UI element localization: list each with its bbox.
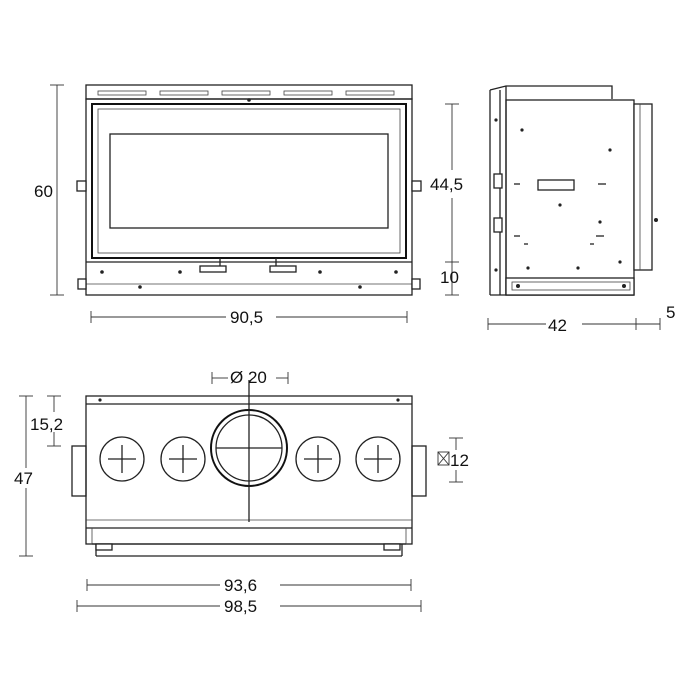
knockout-1 bbox=[99, 436, 145, 482]
knockout-4 bbox=[355, 436, 401, 482]
flue-diameter-label: Ø 20 bbox=[230, 368, 267, 387]
knockout-2 bbox=[160, 436, 206, 482]
front-glass bbox=[109, 133, 389, 229]
front-door-inner-frame bbox=[97, 108, 401, 254]
side-depth-label: 42 bbox=[548, 316, 567, 335]
top-outer-width-dimension bbox=[76, 600, 422, 612]
front-body bbox=[85, 98, 413, 296]
front-width-label: 90,5 bbox=[230, 308, 263, 327]
front-right-bracket bbox=[411, 180, 422, 192]
top-depth-label: 47 bbox=[14, 469, 33, 488]
side-depth-extra-label: 5 bbox=[666, 303, 675, 322]
flue-collar bbox=[210, 380, 288, 522]
knockout-3 bbox=[295, 436, 341, 482]
square-hole-dimension bbox=[437, 437, 463, 483]
top-view bbox=[71, 380, 427, 557]
side-base bbox=[505, 277, 635, 296]
side-view bbox=[489, 85, 658, 296]
side-height-dimension bbox=[445, 103, 459, 296]
square-symbol-icon bbox=[437, 451, 450, 466]
front-width-dimension bbox=[90, 311, 408, 323]
top-right-tab bbox=[411, 445, 427, 497]
side-glass-height-label: 44,5 bbox=[430, 175, 463, 194]
front-screws bbox=[100, 98, 398, 289]
front-left-bracket bbox=[76, 180, 87, 192]
top-offset-dimension bbox=[47, 395, 61, 447]
front-view bbox=[76, 84, 422, 296]
side-slot bbox=[537, 179, 575, 191]
top-offset-label: 15,2 bbox=[30, 415, 63, 434]
front-top-cap bbox=[85, 84, 413, 100]
side-base-height-label: 10 bbox=[440, 268, 459, 287]
front-height-label: 60 bbox=[34, 182, 53, 201]
top-depth-dimension bbox=[19, 395, 33, 557]
front-height-dimension bbox=[50, 84, 64, 296]
front-door-frame bbox=[91, 103, 407, 259]
front-top-slots bbox=[97, 90, 395, 96]
front-handles bbox=[199, 258, 297, 273]
top-inner-width-label: 93,6 bbox=[224, 576, 257, 595]
top-outer-width-label: 98,5 bbox=[224, 597, 257, 616]
flue-diameter-dimension bbox=[211, 372, 289, 384]
square-hole-label: 12 bbox=[450, 451, 469, 470]
top-inner-width-dimension bbox=[86, 579, 412, 591]
side-markings bbox=[494, 118, 658, 272]
side-depth-dimension bbox=[487, 318, 661, 330]
top-left-tab bbox=[71, 445, 87, 497]
side-body bbox=[505, 99, 635, 296]
side-rear-flange bbox=[633, 103, 653, 271]
